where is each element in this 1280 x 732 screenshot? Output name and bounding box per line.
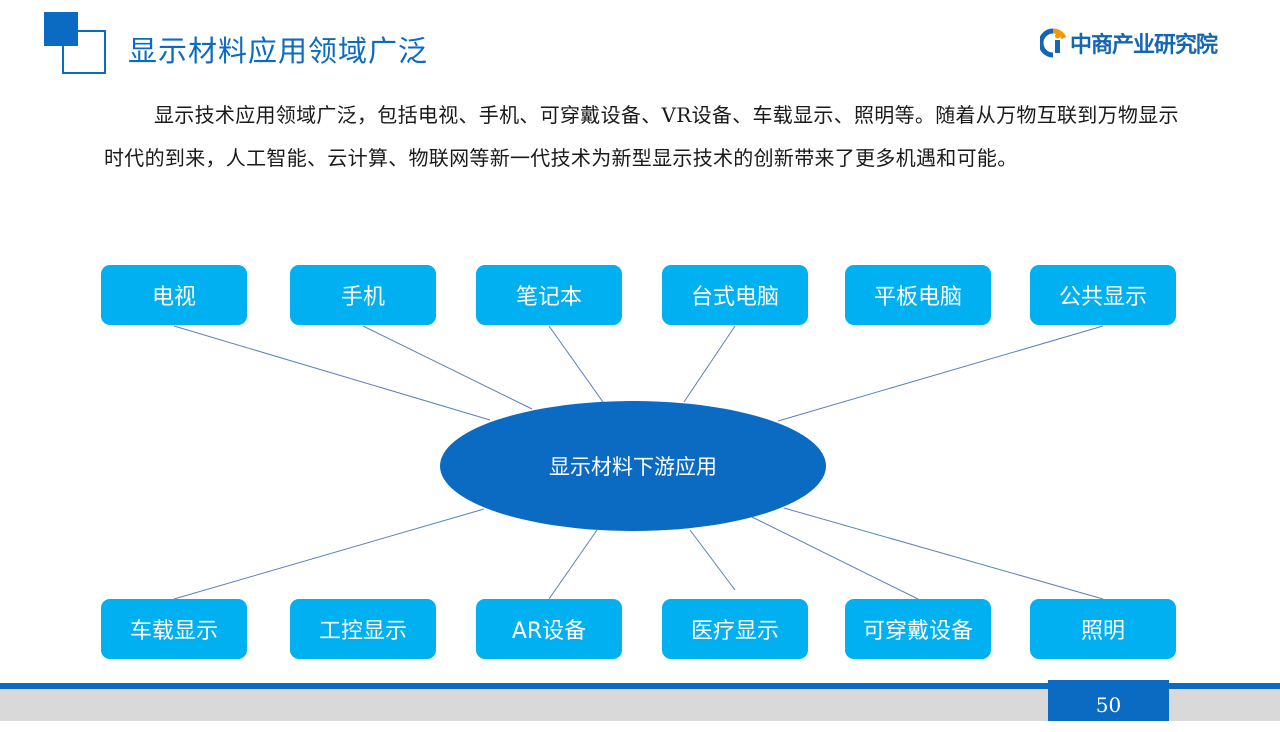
connector-top-2 xyxy=(548,325,604,403)
connector-bot-5 xyxy=(783,507,1104,600)
logo: 中商产业研究院 xyxy=(1040,26,1218,60)
node-tv: 电视 xyxy=(101,265,247,325)
node-laptop: 笔记本 xyxy=(476,265,622,325)
page-number: 50 xyxy=(1048,680,1169,721)
node-phone: 手机 xyxy=(290,265,436,325)
connector-top-3 xyxy=(683,325,736,403)
node-medical-display: 医疗显示 xyxy=(662,599,808,659)
logo-text: 中商产业研究院 xyxy=(1070,33,1218,58)
node-vehicle-display: 车载显示 xyxy=(101,599,247,659)
center-node: 显示材料下游应用 xyxy=(440,401,826,531)
node-desktop: 台式电脑 xyxy=(662,265,808,325)
page-title: 显示材料应用领域广泛 xyxy=(128,34,429,68)
node-industrial-display: 工控显示 xyxy=(290,599,436,659)
node-lighting: 照明 xyxy=(1030,599,1176,659)
connector-bot-4 xyxy=(751,516,919,600)
footer-bar xyxy=(0,683,1280,689)
node-wearable: 可穿戴设备 xyxy=(845,599,991,659)
connector-top-0 xyxy=(173,325,491,421)
connector-top-5 xyxy=(777,325,1104,422)
node-ar-device: AR设备 xyxy=(476,599,622,659)
connector-bot-3 xyxy=(689,529,736,591)
header-decoration-outline xyxy=(62,30,106,74)
node-tablet: 平板电脑 xyxy=(845,265,991,325)
connector-bot-0 xyxy=(173,508,485,600)
connector-bot-2 xyxy=(548,529,598,600)
header-decoration-square xyxy=(44,12,78,46)
intro-paragraph: 显示技术应用领域广泛，包括电视、手机、可穿戴设备、VR设备、车载显示、照明等。随… xyxy=(104,103,1179,170)
connector-top-1 xyxy=(362,325,533,410)
logo-icon xyxy=(1040,28,1066,58)
node-public-display: 公共显示 xyxy=(1030,265,1176,325)
